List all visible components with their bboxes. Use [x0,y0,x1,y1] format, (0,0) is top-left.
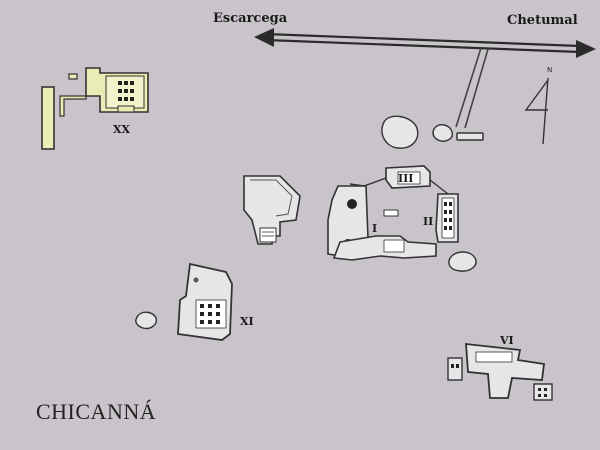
west-arrowhead [254,28,274,47]
parking-area [456,132,484,141]
structure-vi [447,342,553,401]
structure-iii-label: III [398,172,413,185]
chetumal-label: Chetumal [507,13,578,28]
access-road [455,47,489,129]
structure-xx-label: XX [113,123,131,136]
mound-north [381,115,419,149]
structure-xx [41,67,149,150]
north-label: N [547,66,552,74]
mound-west [135,311,157,330]
structure-vi-label: VI [499,334,514,347]
east-arrowhead [576,40,596,58]
escarcega-label: Escarcega [213,11,288,26]
central-building [243,175,301,245]
mound-small [432,124,453,142]
north-arrow-icon [524,77,549,145]
main-road [265,32,581,54]
structure-i-label: I [372,222,377,235]
structure-ii-label: II [423,215,433,228]
mound-east [448,251,477,272]
main-plaza-complex [327,165,459,261]
structure-xi [177,262,233,341]
structure-xi-label: XI [240,315,254,328]
site-title: CHICANNÁ [36,399,156,424]
